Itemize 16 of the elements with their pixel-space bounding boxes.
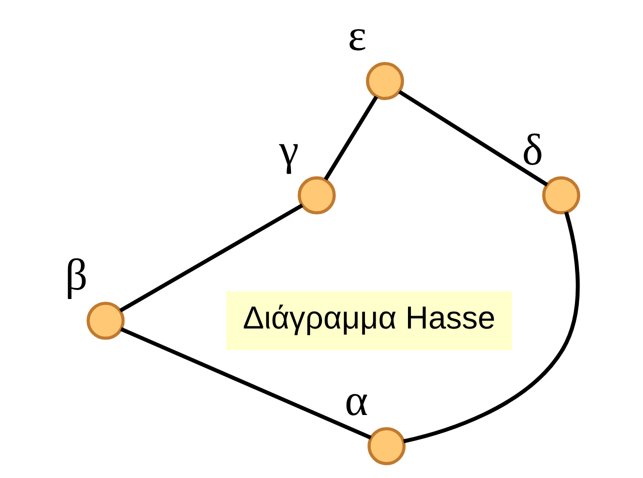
connector bbox=[324, 96, 378, 180]
node-label: ε bbox=[348, 10, 367, 60]
connector bbox=[398, 90, 548, 187]
node-box: Διάγραμμα Hasse bbox=[226, 291, 512, 350]
node-label: δ bbox=[522, 124, 544, 174]
node-label: β bbox=[64, 250, 88, 300]
node-circle bbox=[298, 176, 336, 214]
connector bbox=[120, 327, 372, 440]
connector bbox=[119, 204, 304, 312]
node-circle bbox=[368, 427, 406, 466]
node-label: α bbox=[344, 375, 368, 426]
connector bbox=[403, 212, 580, 444]
node-label: γ bbox=[279, 124, 299, 174]
node-circle bbox=[366, 62, 404, 100]
node-circle bbox=[86, 302, 125, 340]
node-circle bbox=[542, 176, 580, 214]
